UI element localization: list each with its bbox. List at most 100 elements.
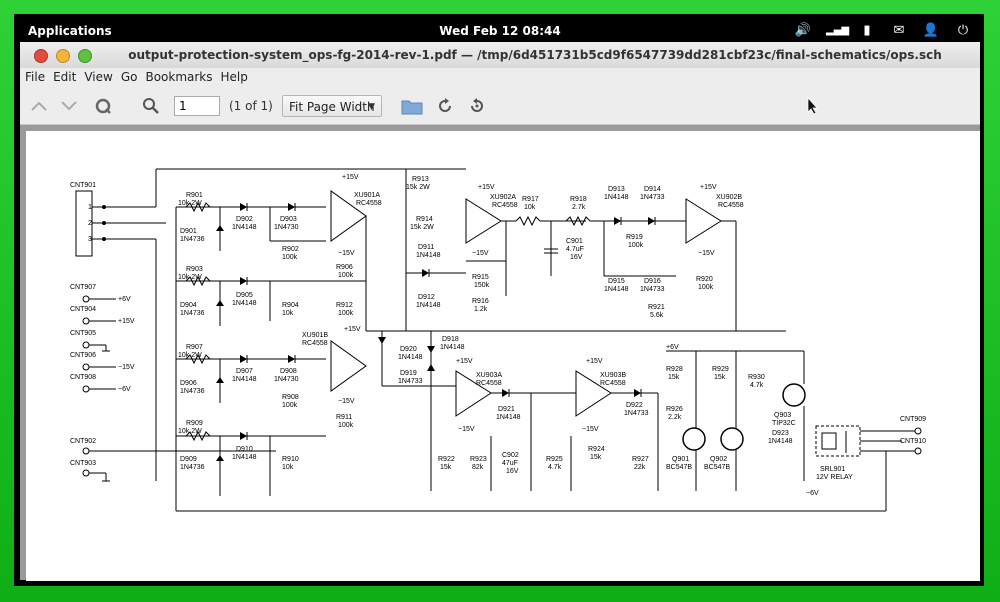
svg-text:D913: D913 (608, 186, 625, 193)
svg-text:XU902B: XU902B (716, 194, 742, 201)
svg-text:R911: R911 (336, 414, 352, 421)
svg-text:R916: R916 (472, 298, 489, 305)
svg-text:D908: D908 (280, 368, 297, 375)
svg-text:15k 2W: 15k 2W (406, 184, 430, 191)
svg-text:R926: R926 (666, 406, 683, 413)
toolbar: (1 of 1) Fit Page Width ▼ (20, 88, 980, 125)
svg-text:XU901A: XU901A (354, 192, 380, 199)
svg-text:R907: R907 (186, 344, 203, 351)
svg-text:R929: R929 (712, 366, 729, 373)
reload-button[interactable] (92, 94, 114, 118)
document-area[interactable]: CNT901 1 2 3 CNT907 +6V CNT904 +15V CNT9… (20, 125, 980, 581)
svg-text:D914: D914 (644, 186, 661, 193)
menu-go[interactable]: Go (120, 70, 138, 84)
svg-text:D902: D902 (236, 216, 253, 223)
svg-text:R915: R915 (472, 274, 489, 281)
applications-menu[interactable]: Applications (28, 24, 112, 38)
svg-text:Q903: Q903 (774, 412, 791, 419)
svg-text:16V: 16V (570, 254, 583, 261)
svg-text:1N4730: 1N4730 (274, 376, 299, 383)
minimize-button[interactable] (56, 49, 70, 63)
svg-text:100k: 100k (282, 402, 298, 409)
svg-text:CNT907: CNT907 (70, 284, 96, 291)
svg-text:1N4733: 1N4733 (398, 378, 423, 385)
battery-icon[interactable]: ▮ (863, 23, 871, 38)
svg-text:R920: R920 (696, 276, 713, 283)
svg-text:D904: D904 (180, 302, 197, 309)
svg-text:XU903A: XU903A (476, 372, 502, 379)
svg-text:22k: 22k (634, 464, 646, 471)
svg-text:1N4148: 1N4148 (440, 344, 465, 351)
svg-text:1N4733: 1N4733 (640, 194, 665, 201)
svg-text:R912: R912 (336, 302, 353, 309)
window-titlebar: output-protection-system_ops-fg-2014-rev… (20, 42, 980, 68)
svg-text:4.7k: 4.7k (750, 382, 764, 389)
svg-text:−15V: −15V (338, 250, 355, 257)
pin-2: 2 (88, 220, 92, 227)
svg-text:1N4148: 1N4148 (232, 376, 257, 383)
maximize-button[interactable] (78, 49, 92, 63)
svg-text:RC4558: RC4558 (302, 340, 328, 347)
opamp-xu901b (330, 340, 367, 392)
menu-bookmarks[interactable]: Bookmarks (145, 70, 213, 84)
svg-text:R913: R913 (412, 176, 429, 183)
svg-text:R923: R923 (470, 456, 487, 463)
svg-text:D915: D915 (608, 278, 625, 285)
opamp-xu902b (685, 198, 722, 244)
mouse-pointer-icon (806, 94, 820, 118)
search-button[interactable] (140, 94, 162, 118)
svg-text:100k: 100k (628, 242, 644, 249)
next-page-button[interactable] (58, 94, 80, 118)
svg-text:R903: R903 (186, 266, 203, 273)
close-button[interactable] (34, 49, 48, 63)
svg-text:1N4733: 1N4733 (624, 410, 649, 417)
svg-text:1N4148: 1N4148 (768, 438, 793, 445)
chevron-down-icon: ▼ (368, 102, 375, 112)
svg-text:XU901B: XU901B (302, 332, 328, 339)
clock[interactable]: Wed Feb 12 08:44 (439, 24, 561, 38)
svg-text:+15V: +15V (456, 358, 473, 365)
schematic-drawing: CNT901 1 2 3 CNT907 +6V CNT904 +15V CNT9… (70, 168, 926, 512)
svg-text:RC4558: RC4558 (492, 202, 518, 209)
menu-view[interactable]: View (84, 70, 113, 84)
svg-text:R901: R901 (186, 192, 203, 199)
menu-file[interactable]: File (25, 70, 46, 84)
svg-text:XU903B: XU903B (600, 372, 626, 379)
svg-text:1N4736: 1N4736 (180, 310, 205, 317)
svg-text:CNT909: CNT909 (900, 416, 926, 423)
svg-text:100k: 100k (338, 272, 354, 279)
open-folder-button[interactable] (400, 94, 424, 118)
svg-text:D907: D907 (236, 368, 253, 375)
svg-text:15k: 15k (714, 374, 726, 381)
svg-text:100k: 100k (338, 422, 354, 429)
svg-text:CNT902: CNT902 (70, 438, 96, 445)
menu-bar: File Edit View Go Bookmarks Help (20, 68, 980, 88)
signal-icon[interactable]: ▂▄▆ (826, 25, 850, 36)
svg-text:+15V: +15V (700, 184, 717, 191)
svg-text:R906: R906 (336, 264, 353, 271)
previous-page-button[interactable] (28, 94, 50, 118)
power-icon[interactable]: ⏻ (957, 23, 969, 38)
pdf-page: CNT901 1 2 3 CNT907 +6V CNT904 +15V CNT9… (26, 131, 980, 581)
volume-icon[interactable]: 🔊 (794, 23, 812, 38)
mail-icon[interactable]: ✉ (893, 23, 905, 38)
svg-text:D901: D901 (180, 228, 197, 235)
svg-text:TIP32C: TIP32C (772, 420, 796, 427)
zoom-select[interactable]: Fit Page Width ▼ (282, 95, 382, 117)
svg-text:1N4736: 1N4736 (180, 464, 205, 471)
svg-text:R909: R909 (186, 420, 203, 427)
svg-text:1N4148: 1N4148 (416, 252, 441, 259)
menu-help[interactable]: Help (220, 70, 248, 84)
transistor-q901 (682, 427, 706, 451)
rotate-left-button[interactable] (434, 94, 456, 118)
svg-text:R902: R902 (282, 246, 299, 253)
rotate-right-button[interactable] (466, 94, 488, 118)
svg-text:BC547B: BC547B (666, 464, 692, 471)
svg-text:4.7uF: 4.7uF (566, 246, 584, 253)
svg-text:D906: D906 (180, 380, 197, 387)
menu-edit[interactable]: Edit (53, 70, 77, 84)
opamp-xu903a (455, 370, 492, 417)
page-number-input[interactable] (174, 96, 220, 116)
svg-text:BC547B: BC547B (704, 464, 730, 471)
user-icon[interactable]: 👤 (922, 23, 940, 38)
